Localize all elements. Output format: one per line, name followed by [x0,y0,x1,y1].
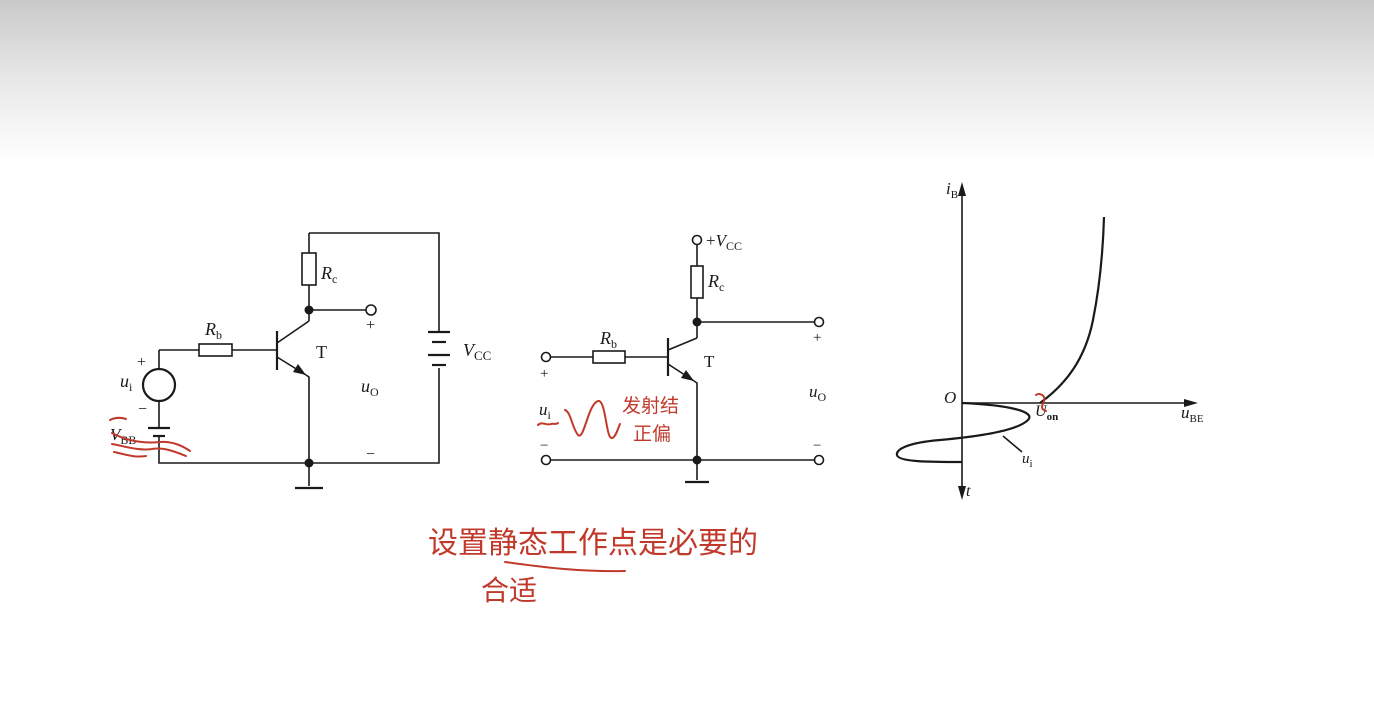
resistor-rc [301,252,317,286]
label-uo: uO [809,382,827,404]
annotation-note-line2: 合适 [481,574,537,607]
transistor-collector-lead [667,337,698,351]
label-ui: ui [120,371,133,394]
input-characteristic-graph: iB O Uon uBE ui t [895,179,1204,500]
label-t: t [966,483,971,500]
label-transistor: T [704,352,715,371]
emitter-arrow-icon [681,370,694,381]
label-origin: O [944,388,956,407]
annotation-forward-bias: 正偏 [633,423,671,445]
input-waveform [895,401,1031,464]
sign-minus-output: − [366,446,375,463]
label-ube: uBE [1181,403,1204,425]
sign-plus-input: + [137,354,146,371]
signal-source-icon [141,367,177,403]
annotation-scribble-vbb-3 [113,451,147,458]
label-vcc: +VCC [706,231,742,253]
sign-minus-input: − [540,438,548,454]
annotation-scribble-vbb-4 [109,416,127,421]
input-terminal-minus [540,454,552,466]
sign-plus-input: + [540,366,548,382]
x-axis-arrow-icon [1184,399,1198,407]
label-uo: uO [361,376,379,399]
annotation-mark-uon [1035,392,1047,412]
label-ui: ui [1022,451,1033,470]
label-ib: iB [946,179,958,201]
sign-minus-input: − [138,401,147,418]
label-rb: Rb [599,328,617,351]
label-rb: Rb [204,319,222,342]
resistor-rc [690,265,704,299]
annotation-emitter-junction: 发射结 [622,395,679,417]
label-uon: Uon [1035,403,1058,423]
ui-leader-line [1002,435,1023,453]
annotation-underline [504,561,626,573]
annotation-scribble-vbb-2 [111,443,187,457]
sign-plus-output: + [366,317,375,334]
transistor-collector-lead [276,320,310,344]
y-axis-arrow-icon [958,182,966,196]
circuit-left: Rc Rb T VCC ui VBB uO + − + − [109,232,491,490]
wire-emitter [693,380,698,460]
output-terminal [365,304,377,316]
annotation-main-note: 设置静态工作点是必要的 [428,526,758,561]
sign-minus-output: − [813,438,821,454]
label-transistor: T [316,342,327,362]
wire-bottom [158,368,440,464]
label-vcc: VCC [463,340,491,363]
annotation-tilde-ui [537,422,559,426]
label-rc: Rc [320,263,337,286]
label-ui: ui [539,400,552,422]
resistor-rb [592,350,626,364]
output-terminal-minus [813,454,825,466]
circuit-middle: +VCC Rc Rb T ui uO + − + − 发射结 正偏 [537,231,827,484]
input-terminal-plus [540,351,552,363]
characteristic-curve [1039,216,1106,404]
annotation-scribble-vbb-1 [111,432,191,452]
t-axis-arrow-icon [958,486,966,500]
emitter-arrow-icon [293,364,306,375]
sign-plus-output: + [813,330,821,346]
top-shadow-band [0,0,1374,165]
handwritten-note: 设置静态工作点是必要的 合适 [428,526,758,607]
label-rc: Rc [707,271,724,294]
vcc-terminal [691,234,703,246]
annotation-waveform-sketch [564,400,621,440]
wire-top [309,232,440,332]
resistor-rb [198,343,233,357]
output-terminal-plus [813,316,825,328]
wire-emitter [305,374,310,463]
